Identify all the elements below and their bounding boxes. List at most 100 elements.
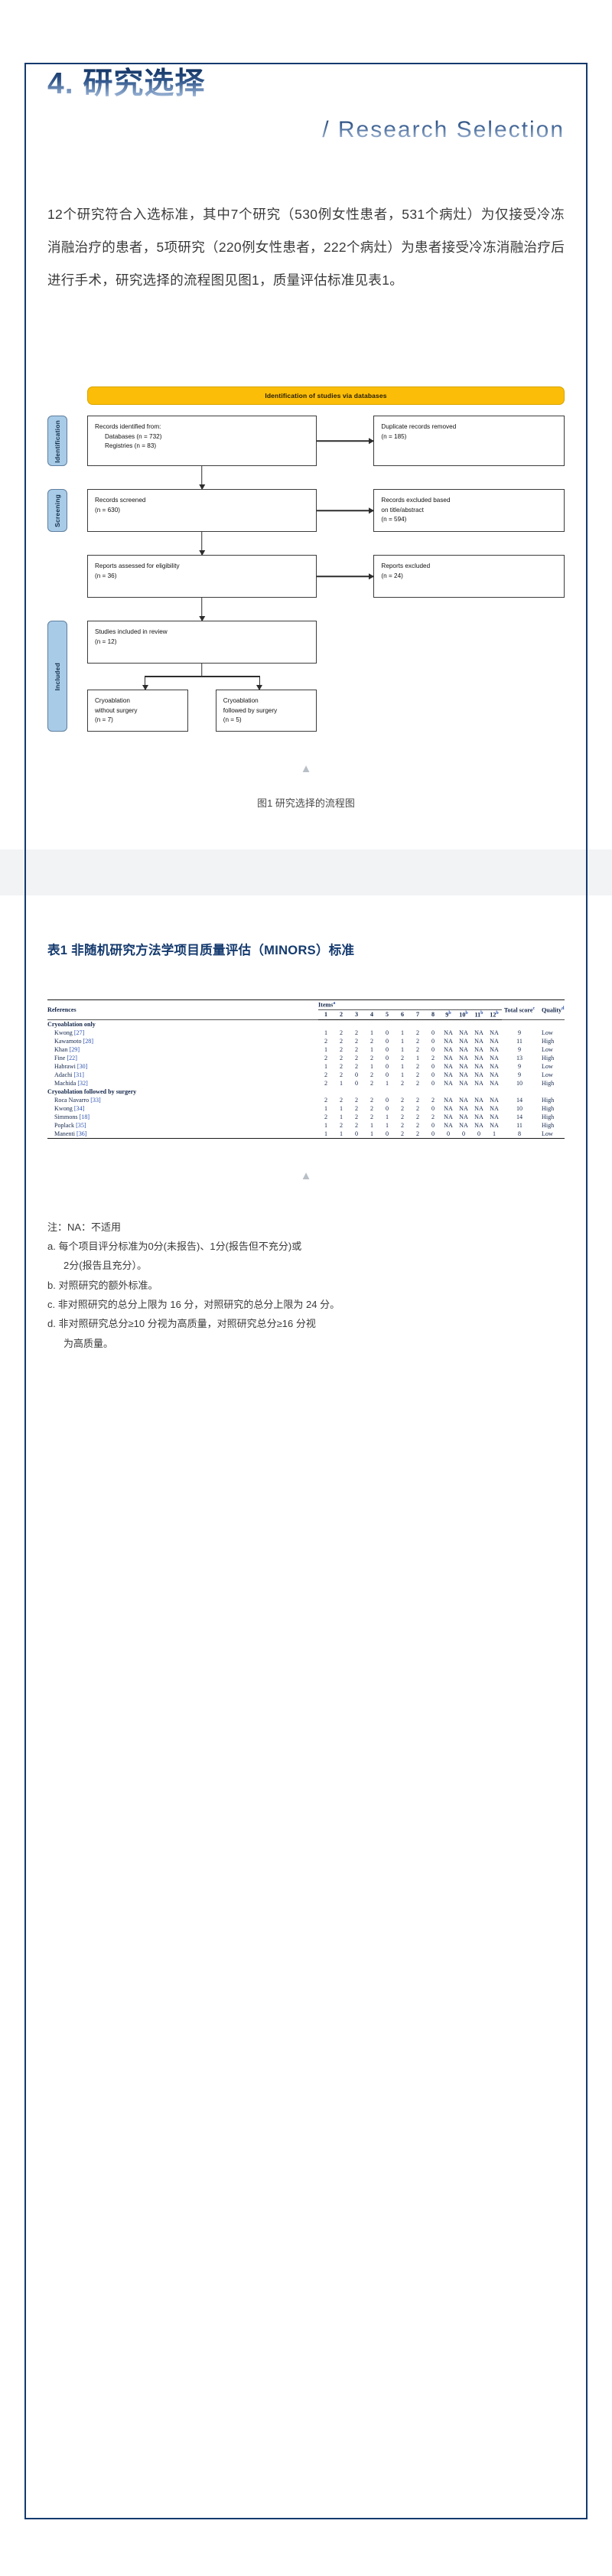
col-header-item-5: 5	[379, 1009, 395, 1020]
flow-connector-row-1	[47, 466, 565, 490]
table-cell-reference: Kwong [27]	[47, 1029, 318, 1037]
table-cell-item-4: 2	[369, 1113, 374, 1120]
reference-citation[interactable]: [34]	[73, 1104, 85, 1112]
stage-label-identification-text: Identification	[54, 419, 61, 463]
table-cell-total-score: 10	[516, 1104, 523, 1112]
table-cell-total-score: 9	[517, 1029, 522, 1036]
table-cell-item-2: 2	[339, 1054, 343, 1061]
scroll-up-marker-figure[interactable]: ▲	[300, 762, 312, 776]
note-line: c. 非对照研究的总分上限为 16 分，对照研究的总分上限为 24 分。	[47, 1299, 340, 1311]
box-studies-included-line2: (n = 12)	[95, 637, 117, 645]
table-cell-reference: Kwong [34]	[47, 1104, 318, 1113]
table-cell-item-7: 2	[415, 1121, 420, 1129]
body-paragraph: 12个研究符合入选标准，其中7个研究（530例女性患者，531个病灶）为仅接受冷…	[47, 206, 565, 288]
box-duplicates-removed: Duplicate records removed (n = 185)	[373, 416, 565, 467]
reference-citation[interactable]: [18]	[79, 1113, 90, 1120]
table-cell-total-score: 10	[516, 1079, 523, 1087]
table-cell-total-score: 9	[517, 1062, 522, 1070]
table-cell-item-4: 2	[369, 1104, 374, 1112]
table-cell-item-6: 1	[400, 1037, 405, 1045]
scroll-up-marker-table[interactable]: ▲	[300, 1169, 312, 1182]
reference-citation[interactable]: [35]	[76, 1121, 86, 1129]
box-duplicates-removed-line2: (n = 185)	[381, 432, 407, 440]
table-cell-item-2: 1	[339, 1113, 343, 1120]
table-cell-item-4: 2	[369, 1037, 374, 1045]
table-cell-item-11: NA	[474, 1096, 483, 1104]
table-cell-reference: Fine [22]	[47, 1054, 318, 1062]
table-cell-item-6: 1	[400, 1029, 405, 1036]
box-cryo-without-surgery-line3: (n = 7)	[95, 716, 113, 724]
connector-down-3	[201, 598, 203, 621]
table-cell-reference: Roca Navarro [33]	[47, 1096, 318, 1104]
table-cell-item-1: 1	[324, 1045, 328, 1053]
table-cell-item-11: NA	[474, 1071, 483, 1078]
table-cell-item-3: 2	[354, 1121, 359, 1129]
col-header-item-2: 2	[334, 1009, 349, 1020]
box-cryo-followed-by-surgery: Cryoablation followed by surgery (n = 5)	[215, 690, 317, 732]
col-header-item-9: 9b	[441, 1009, 456, 1020]
table-cell-item-5: 0	[385, 1096, 389, 1104]
table-cell-item-7: 2	[415, 1062, 420, 1070]
table-cell-item-4: 1	[364, 1129, 379, 1139]
table-cell-quality: Low	[542, 1029, 553, 1036]
table-cell-item-5: 0	[379, 1129, 395, 1139]
box-records-excluded-line3: (n = 594)	[381, 516, 407, 523]
table-cell-item-1: 1	[318, 1129, 334, 1139]
table-cell-item-1: 2	[324, 1079, 328, 1087]
table-cell-item-12: NA	[490, 1071, 499, 1078]
reference-citation[interactable]: [31]	[73, 1071, 84, 1078]
table-cell-item-12: NA	[490, 1029, 499, 1036]
table-cell-item-11: NA	[474, 1029, 483, 1036]
table-cell-reference: Habrawi [30]	[47, 1062, 318, 1071]
connector-down-2	[201, 532, 203, 556]
reference-citation[interactable]: [30]	[76, 1062, 88, 1070]
minors-header-row-2: 1 2 3 4 5 6 7 8 9b 10b 11b 12b	[47, 1009, 565, 1020]
table-cell-item-12: NA	[490, 1037, 499, 1045]
reference-name: Khan	[54, 1045, 70, 1053]
table-cell-item-12: NA	[490, 1096, 499, 1104]
box-cryo-without-surgery-line1: Cryoablation	[95, 697, 130, 705]
col-header-item-4: 4	[364, 1009, 379, 1020]
table-cell-reference: Kawamoto [28]	[47, 1037, 318, 1045]
table-title: 表1 非随机研究方法学项目质量评估（MINORS）标准	[47, 944, 355, 958]
reference-citation[interactable]: [36]	[76, 1130, 87, 1137]
col-header-total-text: Total score	[503, 1006, 533, 1014]
page-title: 4. 研究选择	[47, 67, 565, 102]
table-cell-item-8: 0	[425, 1129, 441, 1139]
flow-stage-identification: Identification Records identified from: …	[47, 416, 565, 467]
table-cell-item-5: 0	[385, 1037, 389, 1045]
table-cell-item-10: NA	[459, 1054, 468, 1061]
table-cell-item-11: NA	[474, 1121, 483, 1129]
reference-citation[interactable]: [28]	[83, 1037, 94, 1045]
col-header-items-sup: a	[333, 1001, 336, 1006]
table-cell-item-2: 2	[339, 1071, 343, 1078]
table-cell-item-6: 2	[400, 1096, 405, 1104]
minors-table: References Itemsa Total scorec Qualityd …	[47, 999, 565, 1139]
table-cell-item-1: 2	[324, 1054, 328, 1061]
reference-citation[interactable]: [29]	[69, 1045, 80, 1053]
reference-citation[interactable]: [27]	[73, 1029, 85, 1036]
table-cell-item-9: NA	[444, 1062, 453, 1070]
table-cell-item-7: 2	[415, 1113, 420, 1120]
reference-citation[interactable]: [22]	[67, 1054, 77, 1061]
table-cell-item-8: 0	[431, 1029, 435, 1036]
flow-stage-screening-2: Reports assessed for eligibility (n = 36…	[47, 555, 565, 598]
table-cell-item-9: NA	[444, 1079, 453, 1087]
table-cell-item-10: NA	[459, 1062, 468, 1070]
table-cell-item-8: 0	[431, 1104, 435, 1112]
table-cell-item-4: 1	[369, 1045, 374, 1053]
col-header-item-12: 12b	[487, 1009, 502, 1020]
table-cell-total-score: 8	[502, 1129, 537, 1139]
table-cell-quality: High	[542, 1113, 555, 1120]
table-cell-item-10: NA	[459, 1121, 468, 1129]
table-cell-item-8: 0	[431, 1079, 435, 1087]
reference-citation[interactable]: [32]	[77, 1079, 88, 1087]
reference-citation[interactable]: [33]	[90, 1096, 101, 1104]
box-records-excluded-line1: Records excluded based	[381, 497, 451, 504]
table-cell-item-9: NA	[444, 1071, 453, 1078]
table-cell-item-6: 2	[400, 1079, 405, 1087]
